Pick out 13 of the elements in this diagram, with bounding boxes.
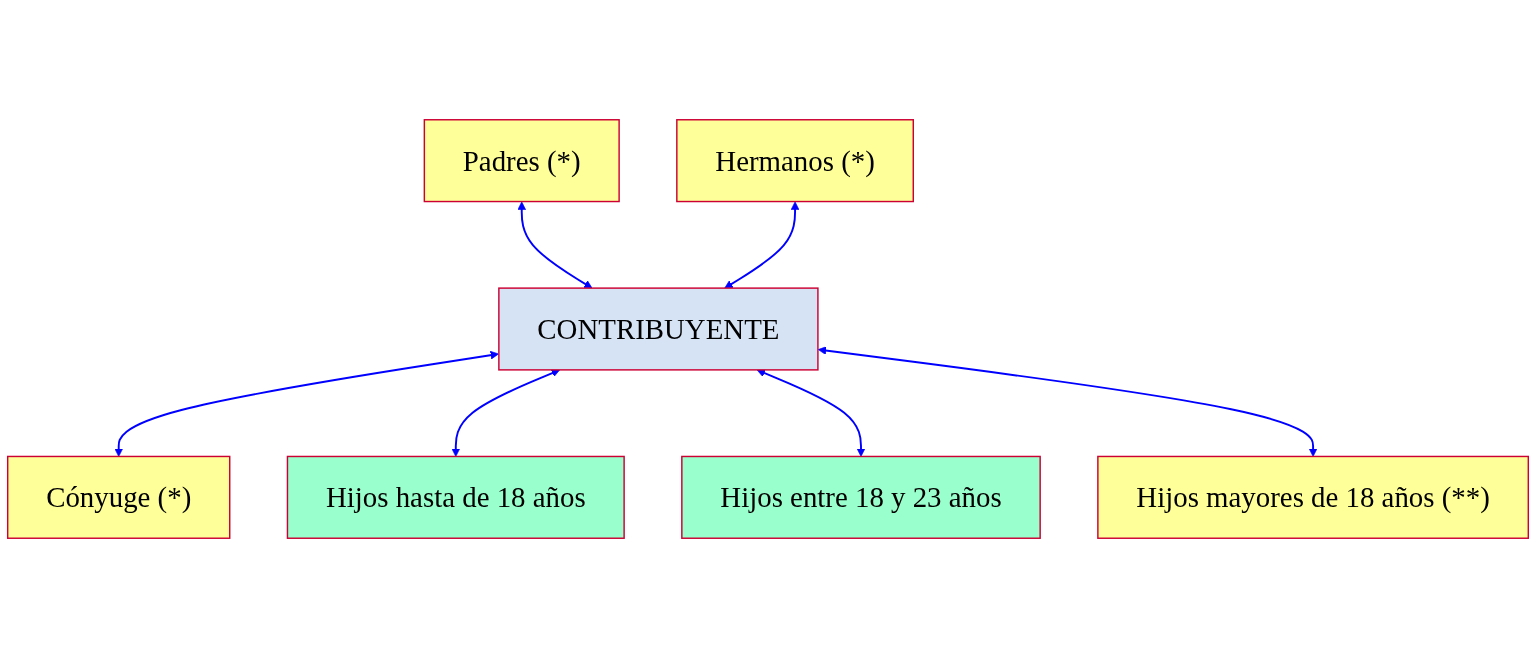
arrow <box>817 346 1318 457</box>
arrow <box>451 369 560 457</box>
node-box: Hijos entre 18 y 23 años <box>681 455 1041 539</box>
arrow <box>756 369 866 457</box>
node-box: CONTRIBUYENTE <box>498 287 819 371</box>
node-box: Padres (*) <box>423 119 620 203</box>
node-box: Cónyuge (*) <box>7 455 231 539</box>
arrow <box>517 201 593 289</box>
node-box: Hijos mayores de 18 años (**) <box>1097 455 1529 539</box>
arrow <box>724 201 800 289</box>
node-box: Hermanos (*) <box>676 119 914 203</box>
arrow <box>114 350 499 457</box>
node-box: Hijos hasta de 18 años <box>286 455 625 539</box>
